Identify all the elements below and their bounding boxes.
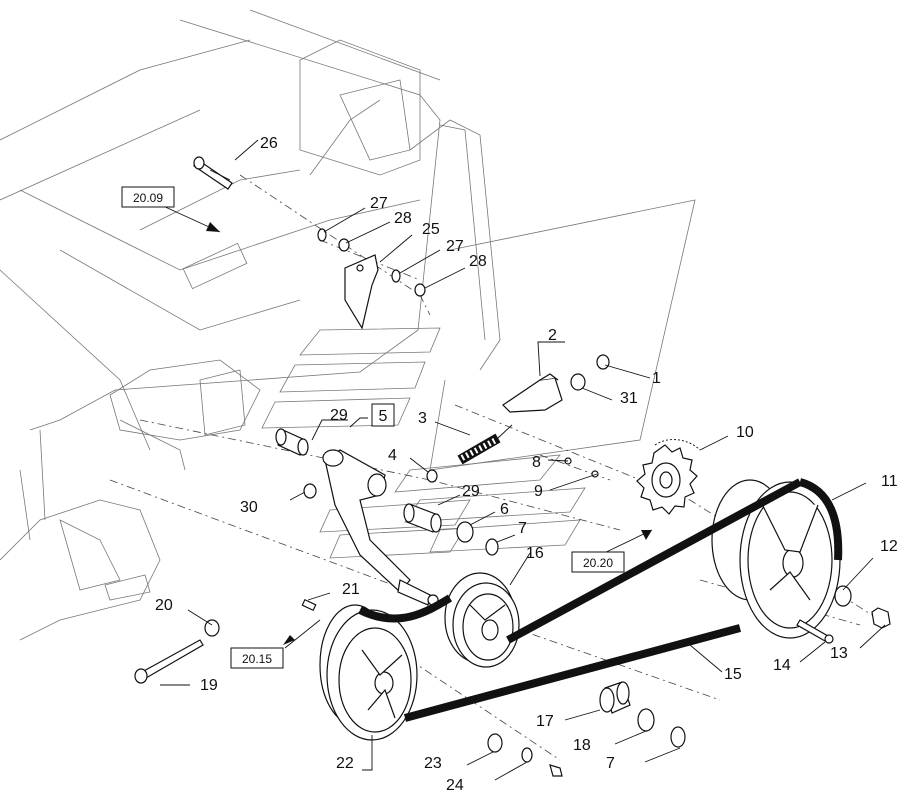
hardware-12-13-14: [796, 585, 891, 644]
callout-27b: 27: [446, 238, 464, 255]
nut-30: [303, 483, 317, 499]
callout-11: 11: [881, 473, 898, 490]
reference-box-20-15: 20.15: [230, 647, 284, 669]
pulley-16: [444, 572, 520, 668]
callout-12: 12: [880, 538, 898, 555]
guard-panels: [261, 199, 696, 559]
pulley-22: [319, 604, 418, 741]
callout-27a: 27: [370, 195, 388, 212]
callout-9: 9: [534, 483, 543, 500]
chassis-frame: [0, 9, 501, 641]
hardware-17-18-23-24: [487, 681, 686, 777]
callout-7a: 7: [518, 520, 527, 537]
callout-2: 2: [548, 327, 557, 344]
callout-18: 18: [573, 737, 591, 754]
callout-box-5: 5: [371, 403, 395, 427]
callout-13: 13: [830, 645, 848, 662]
callout-10: 10: [736, 424, 754, 441]
svg-text:20.09: 20.09: [133, 191, 163, 205]
callout-1: 1: [652, 370, 661, 387]
callout-24: 24: [446, 777, 464, 794]
callout-28b: 28: [469, 253, 487, 270]
callout-3: 3: [418, 410, 427, 427]
bolt-26: [193, 156, 233, 190]
bushing-29-upper: [275, 428, 309, 456]
tensioner-arm: [322, 449, 439, 606]
reference-box-20-20: 20.20: [571, 551, 625, 573]
callout-16: 16: [526, 545, 544, 562]
hardware-19-20-21: [134, 598, 317, 684]
callout-labels: 26 27 28 25 27 28 2 1 31 3 29 4 10 8 9 2…: [155, 135, 898, 794]
callout-6: 6: [500, 501, 509, 518]
callout-19: 19: [200, 677, 218, 694]
svg-text:20.15: 20.15: [242, 652, 272, 666]
leader-lines: [160, 139, 886, 781]
callout-31: 31: [620, 390, 638, 407]
assembly-axes: [109, 174, 881, 761]
belt-15: [358, 478, 843, 722]
svg-text:20.20: 20.20: [583, 556, 613, 570]
callout-29a: 29: [330, 407, 348, 424]
callout-23: 23: [424, 755, 442, 772]
washer-1-and-31: [570, 354, 610, 391]
callout-4: 4: [388, 447, 397, 464]
callout-15: 15: [724, 666, 742, 683]
pulley-11: [711, 479, 841, 639]
reference-arrows: [149, 199, 653, 649]
arm-2: [502, 373, 563, 413]
callout-17: 17: [536, 713, 554, 730]
callout-29b: 29: [462, 483, 480, 500]
callout-20: 20: [155, 597, 173, 614]
callout-28a: 28: [394, 210, 412, 227]
spring-3: [457, 424, 513, 465]
svg-text:5: 5: [379, 408, 388, 425]
washer-6-clip-7: [456, 521, 499, 556]
callout-7b: 7: [606, 755, 615, 772]
bracket-25: [344, 254, 379, 330]
callout-30: 30: [240, 499, 258, 516]
callout-26: 26: [260, 135, 278, 152]
callout-25: 25: [422, 221, 440, 238]
bushing-29-lower: [403, 503, 442, 533]
callout-14: 14: [773, 657, 791, 674]
reference-box-20-09: 20.09: [121, 186, 175, 208]
callout-8: 8: [532, 454, 541, 471]
sprocket-10: [636, 439, 701, 515]
callout-22: 22: [336, 755, 354, 772]
callout-21: 21: [342, 581, 360, 598]
washer-4: [426, 469, 438, 483]
